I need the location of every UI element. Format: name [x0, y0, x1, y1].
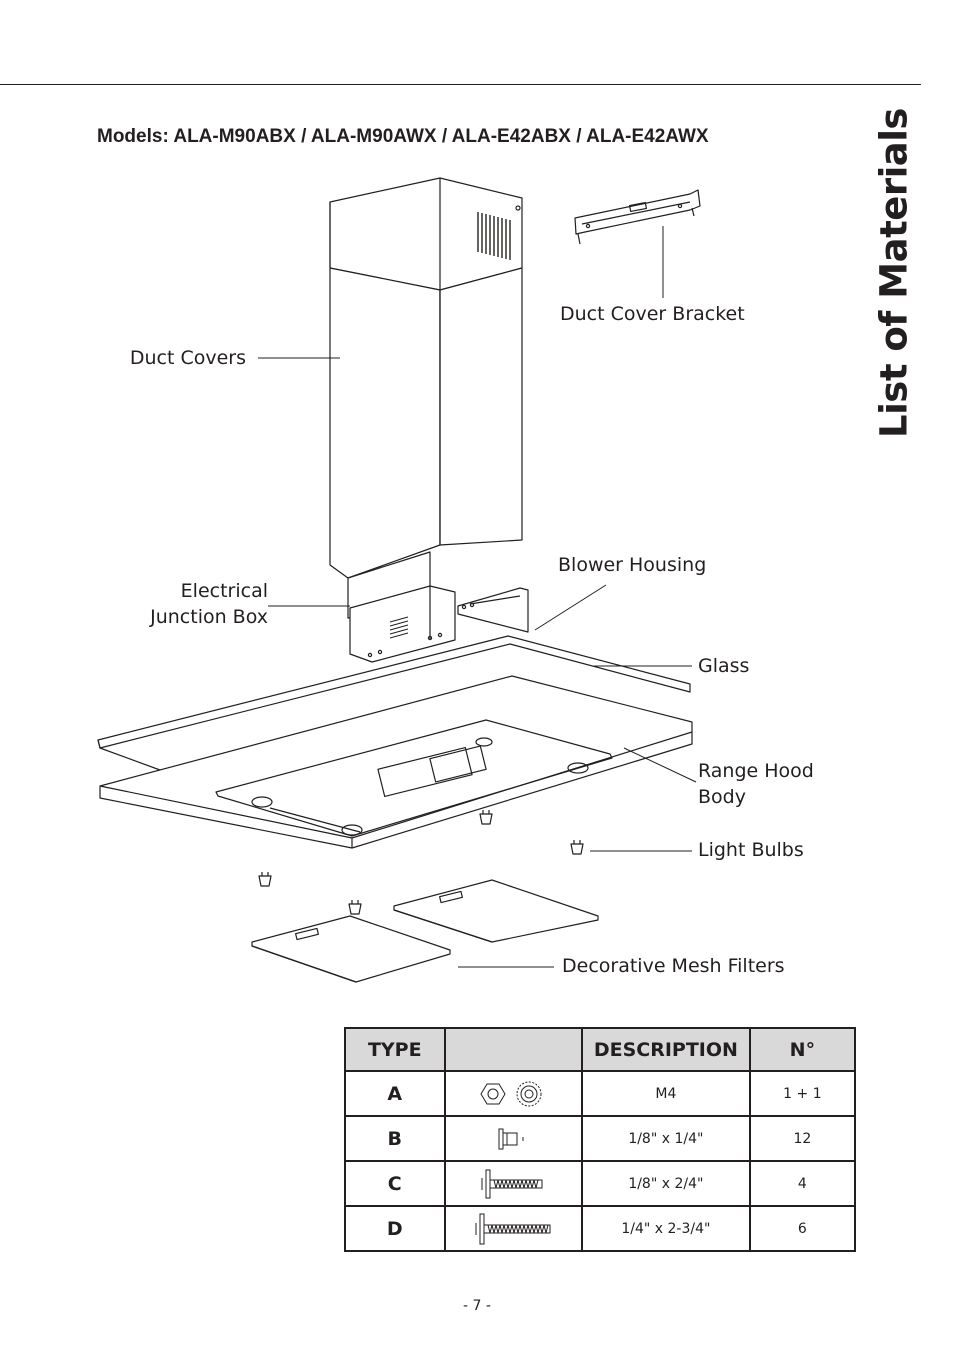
- electrical-junction-box-illustration: [347, 551, 456, 663]
- header-quantity: N°: [748, 1027, 857, 1072]
- mesh-filters-illustration: [251, 879, 599, 983]
- label-light-bulbs: Light Bulbs: [698, 839, 804, 861]
- label-range-hood-line2: Body: [698, 786, 746, 808]
- label-range-hood-line1: Range Hood: [698, 760, 814, 782]
- row-quantity: 6: [748, 1205, 857, 1252]
- table-header-row: TYPE DESCRIPTION N°: [344, 1027, 857, 1072]
- row-quantity: 4: [748, 1160, 857, 1207]
- header-image: [443, 1027, 584, 1072]
- row-description: M4: [581, 1070, 751, 1117]
- table-row: A M4 1 + 1: [344, 1070, 857, 1117]
- header-description: DESCRIPTION: [581, 1027, 751, 1072]
- leader-lines: [258, 226, 697, 968]
- page-number: - 7 -: [463, 1298, 491, 1314]
- label-duct-cover-bracket: Duct Cover Bracket: [560, 303, 745, 325]
- models-heading: Models: ALA-M90ABX / ALA-M90AWX / ALA-E4…: [97, 126, 709, 147]
- row-quantity: 12: [748, 1115, 857, 1162]
- nut-and-washer-icon: [480, 1081, 542, 1106]
- range-hood-exploded-diagram: [97, 177, 701, 983]
- top-rule: [0, 84, 921, 85]
- row-description: 1/8" x 2/4": [581, 1160, 751, 1207]
- label-duct-covers: Duct Covers: [129, 347, 246, 369]
- row-type: A: [344, 1070, 446, 1117]
- row-type: C: [344, 1160, 446, 1207]
- label-glass: Glass: [698, 655, 750, 677]
- long-screw-icon: [475, 1213, 551, 1244]
- section-title-vertical: List of Materials: [864, 108, 924, 438]
- materials-table: TYPE DESCRIPTION N° A M4 1 + 1 B: [344, 1027, 857, 1252]
- label-blower-housing: Blower Housing: [558, 554, 707, 576]
- table-row: B 1/8" x 1/4" 12: [344, 1115, 857, 1162]
- range-hood-body-illustration: [99, 675, 693, 849]
- table-row: D 1/4" x 2-3/4" 6: [344, 1205, 857, 1252]
- row-type: B: [344, 1115, 446, 1162]
- label-mesh-filters: Decorative Mesh Filters: [562, 955, 785, 977]
- section-title-text: List of Materials: [872, 108, 916, 438]
- duct-covers-illustration: [329, 177, 523, 579]
- row-type: D: [344, 1205, 446, 1252]
- label-electrical-line2: Junction Box: [150, 606, 268, 628]
- table-row: C 1/8" x 2/4" 4: [344, 1160, 857, 1207]
- row-description: 1/4" x 2-3/4": [581, 1205, 751, 1252]
- label-electrical-line1: Electrical: [180, 580, 268, 602]
- blower-housing-illustration: [457, 587, 529, 633]
- light-bulbs-illustration: [258, 810, 584, 915]
- row-quantity: 1 + 1: [748, 1070, 857, 1117]
- header-type: TYPE: [344, 1027, 446, 1072]
- row-description: 1/8" x 1/4": [581, 1115, 751, 1162]
- medium-screw-icon: [481, 1169, 543, 1198]
- duct-cover-bracket-illustration: [574, 189, 701, 245]
- short-screw-icon: [498, 1128, 524, 1149]
